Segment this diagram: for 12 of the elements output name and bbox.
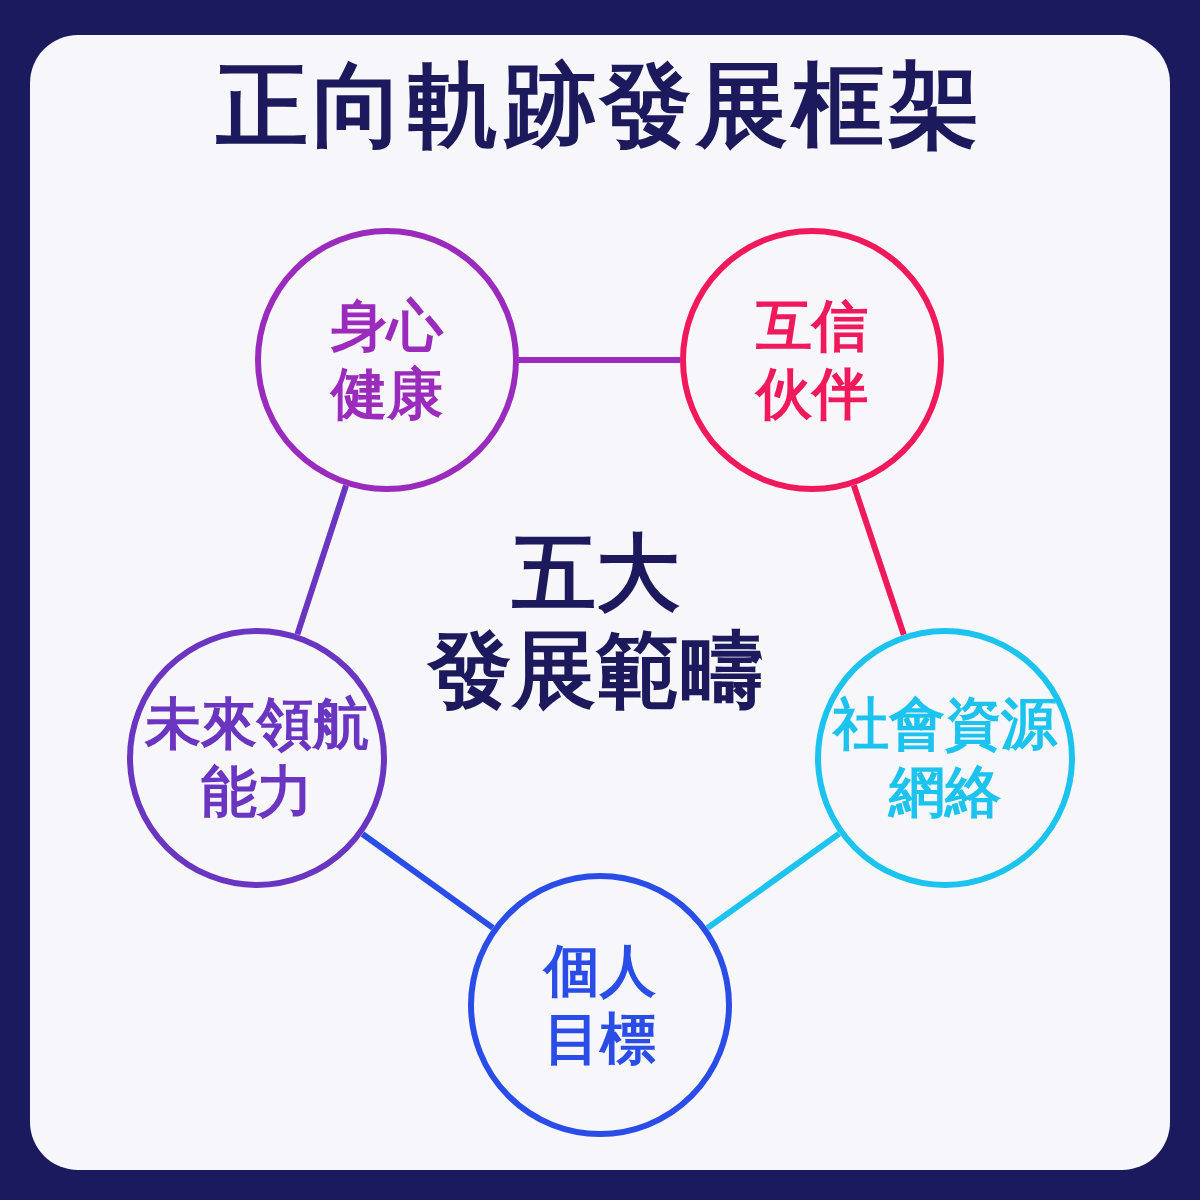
node-label: 互信伙伴 (753, 291, 869, 428)
title: 正向軌跡發展框架 (215, 55, 985, 157)
node-label: 個人目標 (541, 936, 657, 1073)
connector-line (294, 484, 349, 636)
node-label: 未來領航能力 (143, 689, 370, 826)
connector-line (851, 484, 907, 636)
node-label: 身心健康 (329, 291, 445, 428)
connector-line (360, 831, 495, 931)
connector-line (519, 357, 680, 363)
connector-line (705, 831, 842, 931)
center-label: 五大發展範疇 (428, 525, 765, 719)
node-label: 社會資源網絡 (831, 689, 1059, 826)
